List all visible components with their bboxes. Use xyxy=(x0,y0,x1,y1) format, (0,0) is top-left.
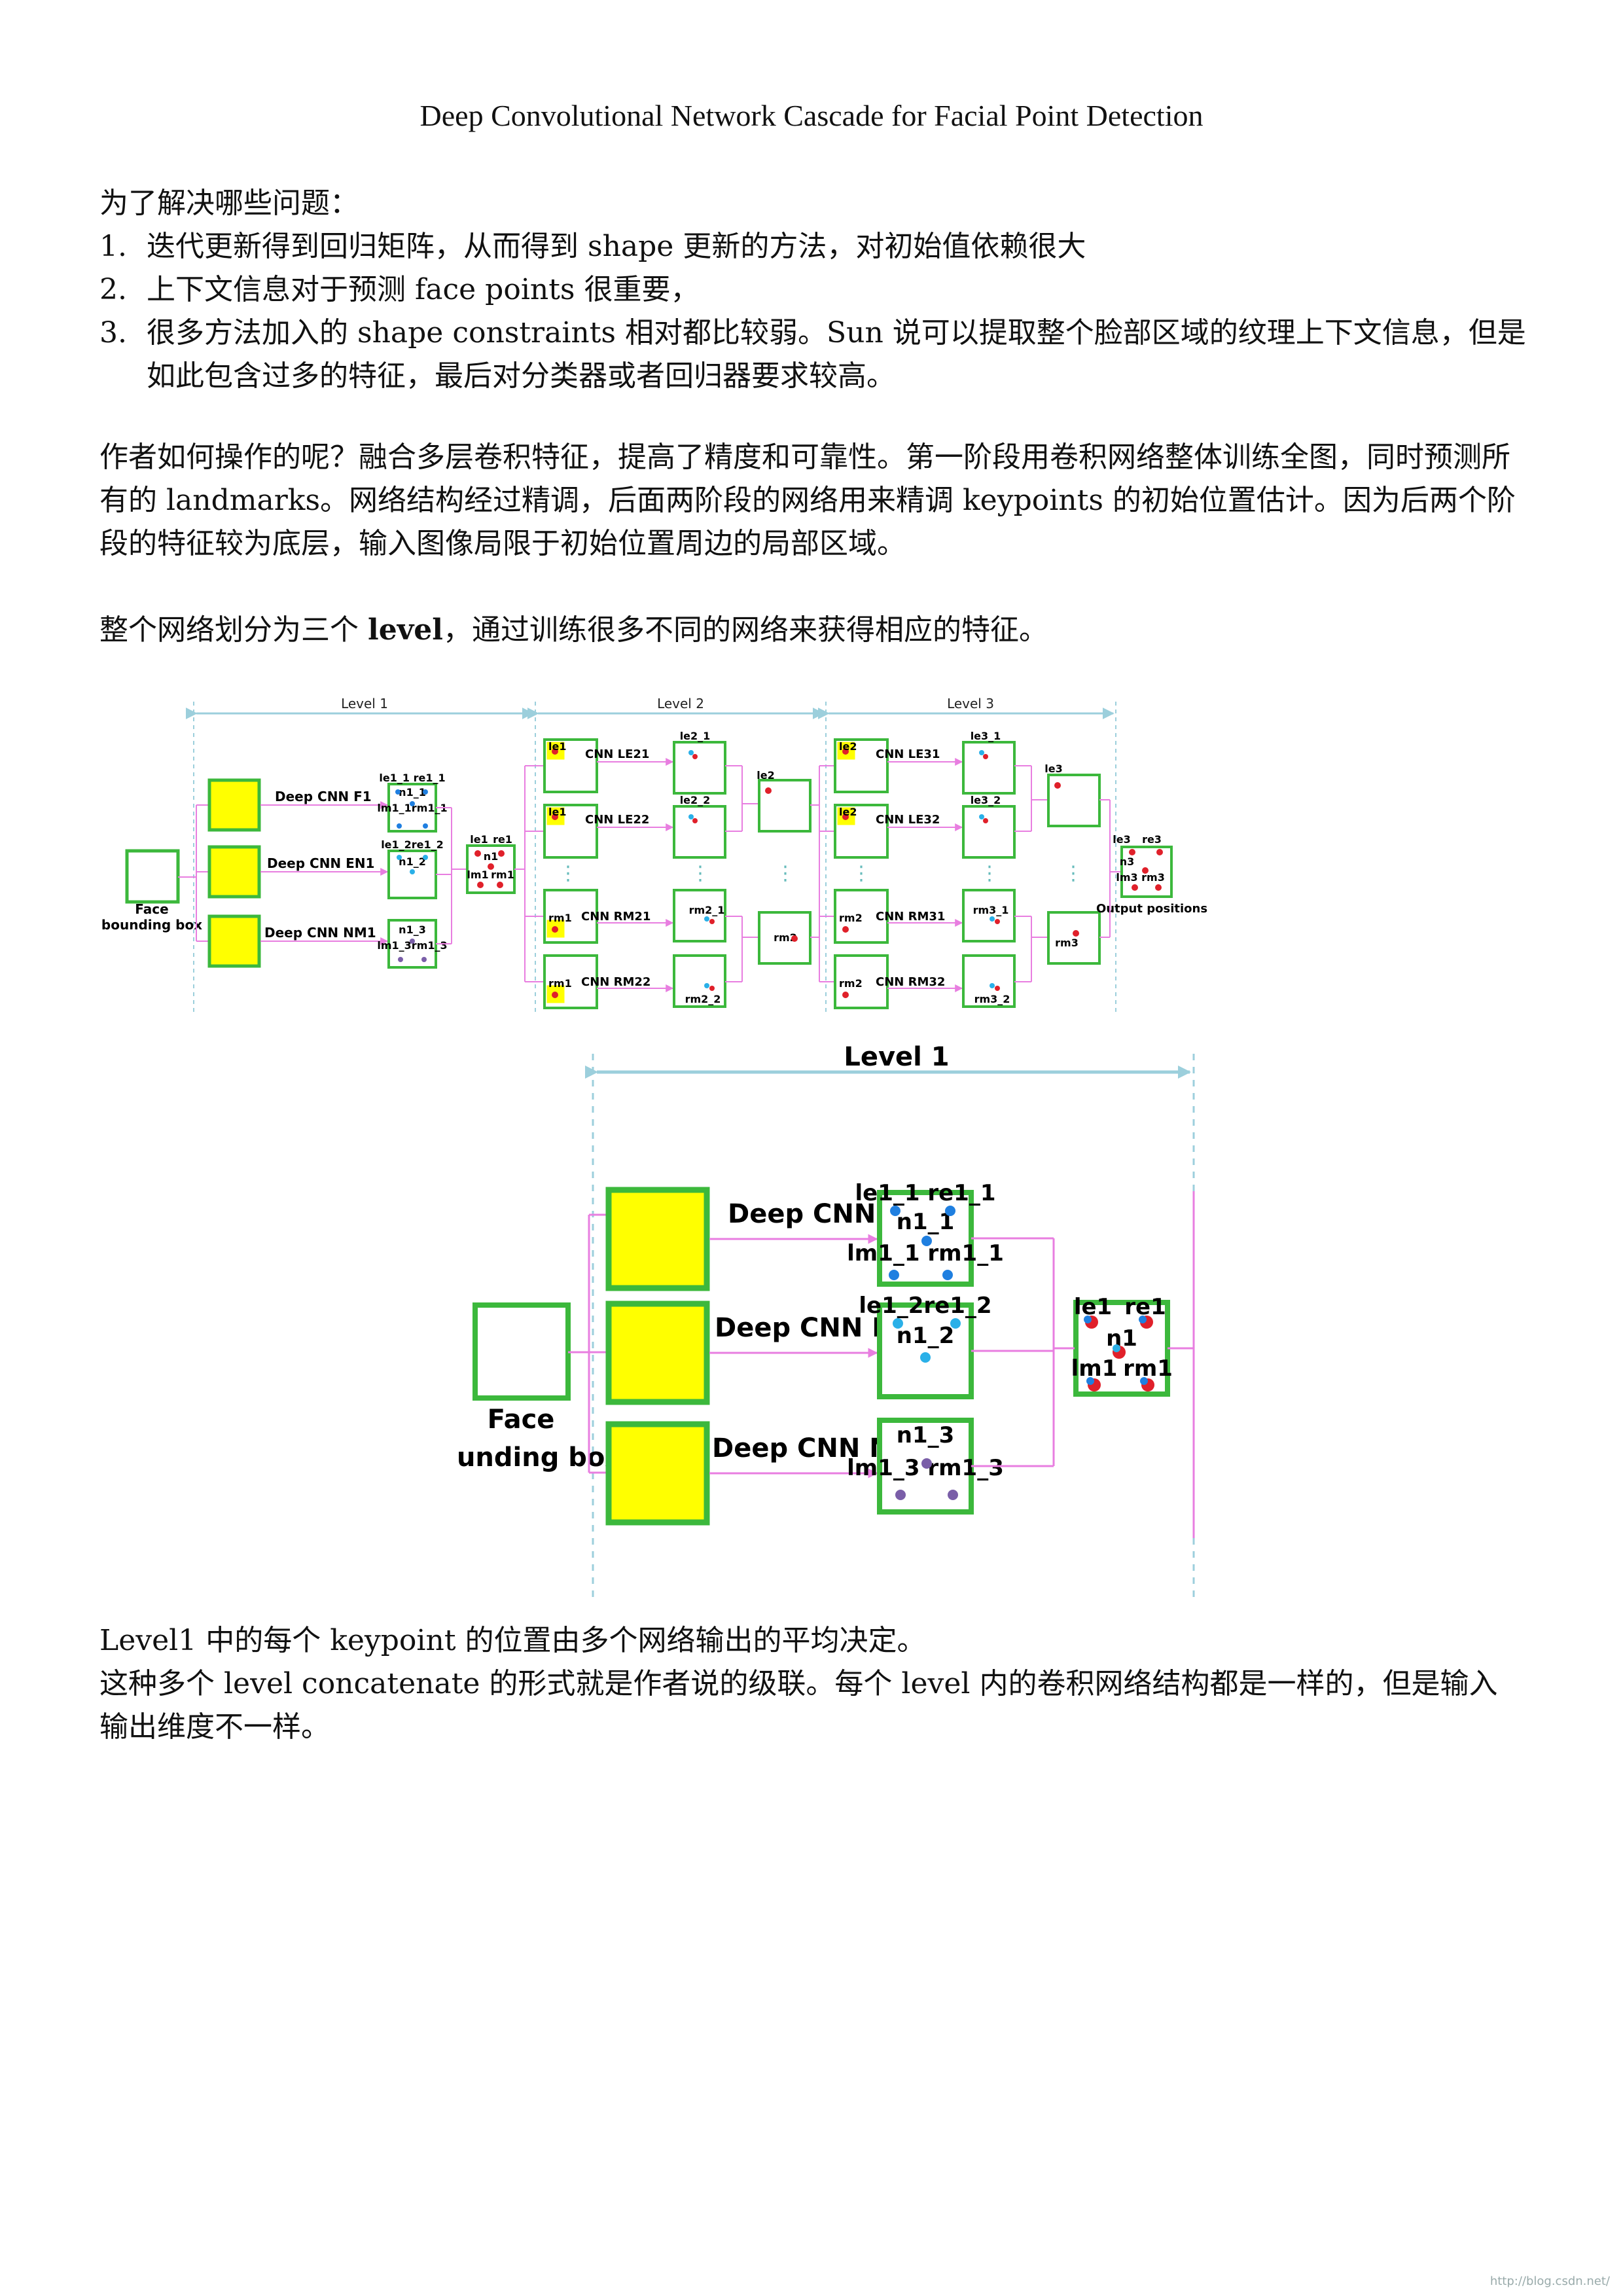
svg-text:le1_1 re1_1: le1_1 re1_1 xyxy=(379,772,445,784)
svg-text:⋮: ⋮ xyxy=(690,862,710,885)
svg-text:n1: n1 xyxy=(484,850,499,863)
svg-text:⋮: ⋮ xyxy=(776,862,795,885)
svg-text:lm3: lm3 xyxy=(1116,871,1137,884)
svg-text:n1_2: n1_2 xyxy=(399,855,426,868)
svg-text:le2: le2 xyxy=(839,806,857,818)
svg-text:rm2: rm2 xyxy=(839,912,863,924)
level1-diagram: Level 1 Face bounding box Deep CNN F1 De… xyxy=(458,1042,1195,1604)
svg-text:⋮: ⋮ xyxy=(1063,862,1083,885)
svg-text:CNN RM32: CNN RM32 xyxy=(876,975,945,989)
face-box xyxy=(473,1302,571,1401)
svg-text:le3_1: le3_1 xyxy=(971,730,1001,742)
svg-text:le1: le1 xyxy=(548,806,566,818)
problems-list: 1.迭代更新得到回归矩阵，从而得到 shape 更新的方法，对初始值依赖很大 2… xyxy=(99,225,1526,398)
level1-note: Level1 中的每个 keypoint 的位置由多个网络输出的平均决定。 xyxy=(99,1624,926,1657)
svg-text:bounding box: bounding box xyxy=(458,1443,622,1473)
svg-text:rm3_1: rm3_1 xyxy=(973,904,1009,916)
level-paragraph: 整个网络划分为三个 level，通过训练很多不同的网络来获得相应的特征。 xyxy=(99,613,1048,647)
watermark: http://blog.csdn.net/ xyxy=(1489,2274,1610,2288)
cascade-diagram: Level 1 Level 2 Level 3 Face bounding bo… xyxy=(101,696,1207,1014)
level1-label: Level 1 xyxy=(341,696,388,711)
svg-text:bounding box: bounding box xyxy=(101,917,202,933)
svg-text:le3: le3 xyxy=(1113,833,1130,846)
svg-text:⋮: ⋮ xyxy=(851,862,871,885)
list-item: 1.迭代更新得到回归矩阵，从而得到 shape 更新的方法，对初始值依赖很大 xyxy=(99,230,1086,263)
level2-label: Level 2 xyxy=(657,696,704,711)
svg-text:n1_3: n1_3 xyxy=(399,924,426,936)
svg-text:lm1: lm1 xyxy=(1071,1355,1118,1382)
page-title: Deep Convolutional Network Cascade for F… xyxy=(419,99,1204,132)
svg-text:rm3: rm3 xyxy=(1141,871,1165,884)
level1-label: Level 1 xyxy=(844,1042,949,1072)
svg-text:le1_2re1_2: le1_2re1_2 xyxy=(859,1293,991,1319)
svg-text:lm1_1rm1_1: lm1_1rm1_1 xyxy=(377,802,447,814)
cascade-note: 这种多个 level concatenate 的形式就是作者说的级联。每个 le… xyxy=(99,1667,1498,1744)
method-paragraph: 作者如何操作的呢？融合多层卷积特征，提高了精度和可靠性。第一阶段用卷积网络整体训… xyxy=(99,440,1516,560)
svg-text:rm3_2: rm3_2 xyxy=(974,993,1010,1005)
svg-text:le1: le1 xyxy=(548,740,566,753)
svg-text:n1_3: n1_3 xyxy=(897,1422,955,1448)
svg-text:Deep CNN EN1: Deep CNN EN1 xyxy=(267,855,374,871)
svg-text:rm2: rm2 xyxy=(839,977,863,990)
svg-text:re3: re3 xyxy=(1142,833,1162,846)
svg-text:CNN LE21: CNN LE21 xyxy=(585,747,649,761)
svg-text:⋮: ⋮ xyxy=(980,862,999,885)
svg-text:rm3: rm3 xyxy=(1055,937,1079,949)
svg-text:rm1: rm1 xyxy=(548,912,572,924)
svg-text:n1_1: n1_1 xyxy=(897,1209,955,1235)
svg-text:le2: le2 xyxy=(839,740,857,753)
svg-text:rm1: rm1 xyxy=(1123,1355,1173,1382)
svg-text:lm1_3rm1_3: lm1_3rm1_3 xyxy=(377,939,447,952)
svg-text:le2: le2 xyxy=(757,769,774,781)
list-item: 2.上下文信息对于预测 face points 很重要， xyxy=(99,273,700,306)
svg-text:n3: n3 xyxy=(1120,855,1135,868)
svg-text:rm2: rm2 xyxy=(774,931,797,944)
svg-text:lm1: lm1 xyxy=(467,869,488,881)
face-box xyxy=(125,849,180,904)
svg-text:le1_2re1_2: le1_2re1_2 xyxy=(381,838,444,851)
svg-text:Face: Face xyxy=(135,901,168,917)
svg-text:Face: Face xyxy=(488,1405,555,1435)
svg-text:CNN RM31: CNN RM31 xyxy=(876,910,945,924)
svg-text:le2_2: le2_2 xyxy=(680,794,711,806)
svg-text:CNN LE22: CNN LE22 xyxy=(585,813,649,827)
svg-text:CNN RM21: CNN RM21 xyxy=(581,910,651,924)
svg-text:CNN RM22: CNN RM22 xyxy=(581,975,651,989)
svg-text:le3_2: le3_2 xyxy=(971,794,1001,806)
svg-text:le1: le1 xyxy=(470,833,488,846)
svg-text:CNN LE31: CNN LE31 xyxy=(876,747,940,761)
svg-text:rm1: rm1 xyxy=(548,977,572,990)
level3-label: Level 3 xyxy=(947,696,994,711)
list-item: 3.很多方法加入的 shape constraints 相对都比较弱。Sun 说… xyxy=(99,316,1526,393)
svg-text:le2_1: le2_1 xyxy=(680,730,711,742)
svg-text:rm2_1: rm2_1 xyxy=(689,904,725,916)
svg-text:rm1: rm1 xyxy=(491,869,514,881)
svg-text:le3: le3 xyxy=(1044,762,1062,775)
svg-text:CNN LE32: CNN LE32 xyxy=(876,813,940,827)
svg-text:rm2_2: rm2_2 xyxy=(685,993,721,1005)
svg-text:n1_2: n1_2 xyxy=(897,1323,955,1349)
svg-text:⋮: ⋮ xyxy=(558,862,578,885)
svg-text:n1_1: n1_1 xyxy=(399,786,426,798)
svg-text:re1: re1 xyxy=(493,833,512,846)
svg-text:le1_1 re1_1: le1_1 re1_1 xyxy=(855,1180,995,1206)
svg-text:Deep CNN NM1: Deep CNN NM1 xyxy=(264,925,376,941)
svg-text:Deep CNN F1: Deep CNN F1 xyxy=(275,789,372,804)
output-positions-label: Output positions xyxy=(1096,902,1207,916)
problems-heading: 为了解决哪些问题： xyxy=(99,187,359,220)
